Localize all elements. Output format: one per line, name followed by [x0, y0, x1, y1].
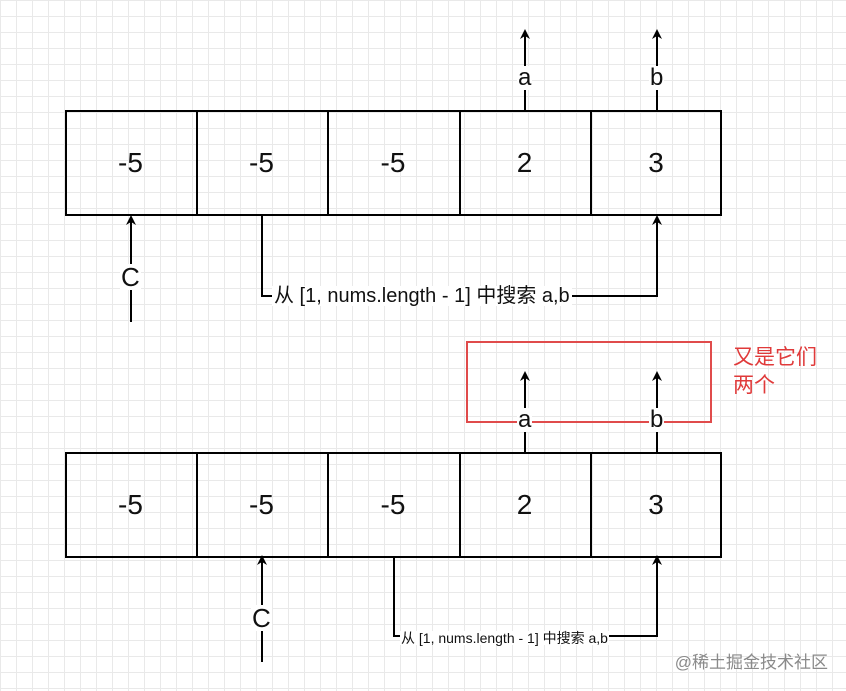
cell-divider — [327, 452, 329, 558]
cell-divider — [196, 452, 198, 558]
array-cell: 2 — [516, 489, 533, 520]
cell-divider — [459, 452, 461, 558]
cell-divider — [196, 110, 198, 216]
pointer-b-label: b — [649, 64, 665, 91]
array-cell: -5 — [118, 147, 143, 178]
pointer-c-label: C — [251, 603, 272, 633]
cell-divider — [590, 452, 592, 558]
array-cell: -5 — [380, 489, 406, 520]
annotation-note: 又是它们 两个 — [733, 346, 817, 397]
array-row-1 — [65, 110, 722, 216]
array-cell: -5 — [118, 489, 143, 520]
search-connector-row1 — [261, 215, 662, 297]
cell-divider — [327, 110, 329, 216]
array-cell: 3 — [648, 147, 664, 178]
pointer-a-label: a — [517, 64, 533, 91]
array-cell: 3 — [648, 489, 664, 520]
array-cell: 2 — [516, 147, 533, 178]
search-range-label: 从 [1, nums.length - 1] 中搜索 a,b — [400, 630, 609, 646]
highlight-box — [466, 341, 712, 423]
search-range-label: 从 [1, nums.length - 1] 中搜索 a,b — [272, 285, 572, 307]
search-connector-row2 — [393, 555, 662, 637]
array-cell: -5 — [380, 147, 406, 178]
watermark: @稀土掘金技术社区 — [674, 653, 828, 672]
pointer-c-label: C — [120, 262, 141, 292]
cell-divider — [459, 110, 461, 216]
array-row-2 — [65, 452, 722, 558]
array-cell: -5 — [249, 489, 274, 520]
cell-divider — [590, 110, 592, 216]
array-cell: -5 — [249, 147, 274, 178]
pointer-b-label: b — [649, 406, 665, 433]
pointer-a-label: a — [517, 406, 533, 433]
